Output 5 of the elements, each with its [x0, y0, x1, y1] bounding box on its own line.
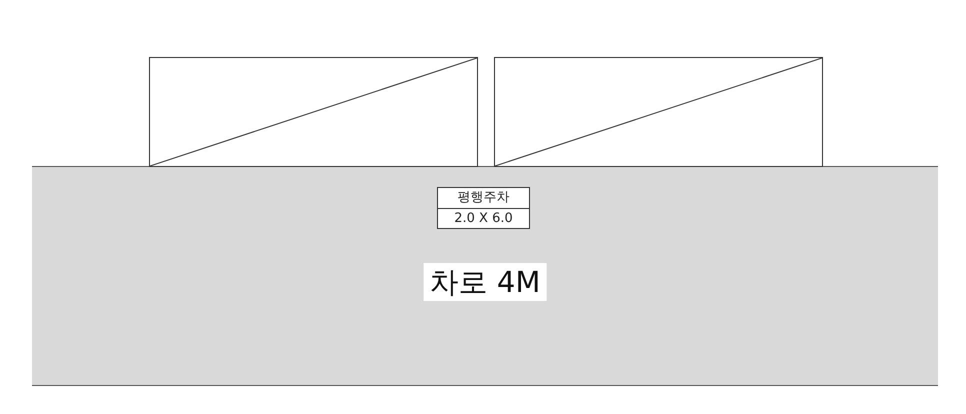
lane-label: 차로 4M	[424, 263, 546, 301]
lane-area	[32, 166, 938, 386]
table-value: 2.0 X 6.0	[438, 208, 529, 229]
size-label-table	[437, 187, 530, 229]
table-heading: 평행주차	[456, 189, 510, 207]
